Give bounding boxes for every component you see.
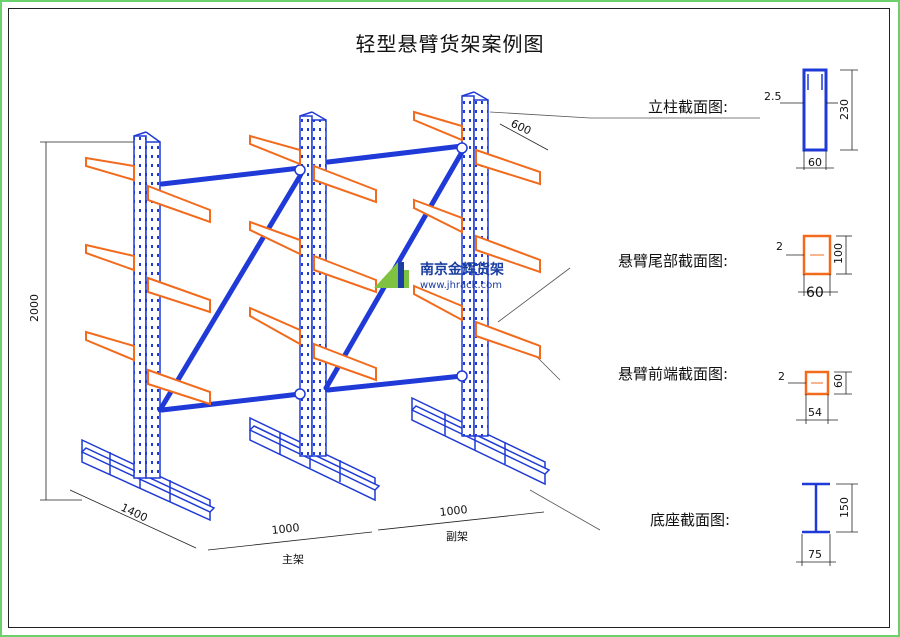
inner-frame [8,8,890,628]
arm-rear-cross-section: 2 100 60 [776,234,852,301]
arm-rear-width: 60 [806,285,824,301]
column-middle [299,111,327,457]
label-arm-rear-section: 悬臂尾部截面图: [618,252,729,270]
brace-joints [294,142,468,400]
column-thickness: 2.5 [764,90,782,103]
label-column-section: 立柱截面图: [648,98,729,116]
dim-depth: 1400 [119,501,150,525]
label-base-section: 底座截面图: [650,511,731,529]
arm-rear-height: 100 [832,243,845,264]
bracing [157,143,465,413]
arm-middle-front [313,164,377,382]
rack-dimension-lines [40,123,549,551]
dim-span1: 1000 [271,521,300,537]
dim-height: 2000 [28,294,41,322]
arm-rear-thickness: 2 [776,240,783,253]
label-main-frame: 主架 [282,553,304,566]
base-height: 150 [838,497,851,518]
arm-middle-back [249,134,301,346]
column-height: 230 [838,99,851,120]
company-logo: 南京金辉货架 www.jhrack.com [374,261,504,291]
arm-front-thickness: 2 [778,370,785,383]
column-cross-section: 2.5 230 60 [764,68,858,170]
arm-front-cross-section: 2 60 54 [778,370,852,424]
dim-arm-length: 600 [509,117,534,138]
arm-right-back [413,110,463,322]
arm-front-width: 54 [808,406,822,419]
base-middle [248,416,381,502]
arm-right-front [475,148,541,360]
dim-span2: 1000 [439,503,468,519]
column-left [133,131,161,479]
cantilever-arms [85,110,541,406]
column-right [461,91,489,437]
diagram-title: 轻型悬臂货架案例图 [355,32,545,56]
column-width: 60 [808,156,822,169]
base-width: 75 [808,548,822,561]
base-right [410,396,551,486]
arm-left-front [147,184,211,406]
logo-url: www.jhrack.com [420,280,502,291]
label-sub-frame: 副架 [446,530,468,543]
logo-name: 南京金辉货架 [420,261,504,278]
base-cross-section: 150 75 [796,482,858,566]
leader-lines [489,111,760,531]
arm-left-back [85,156,135,362]
columns [133,91,489,479]
label-arm-front-section: 悬臂前端截面图: [618,365,729,383]
arm-front-height: 60 [832,374,845,388]
